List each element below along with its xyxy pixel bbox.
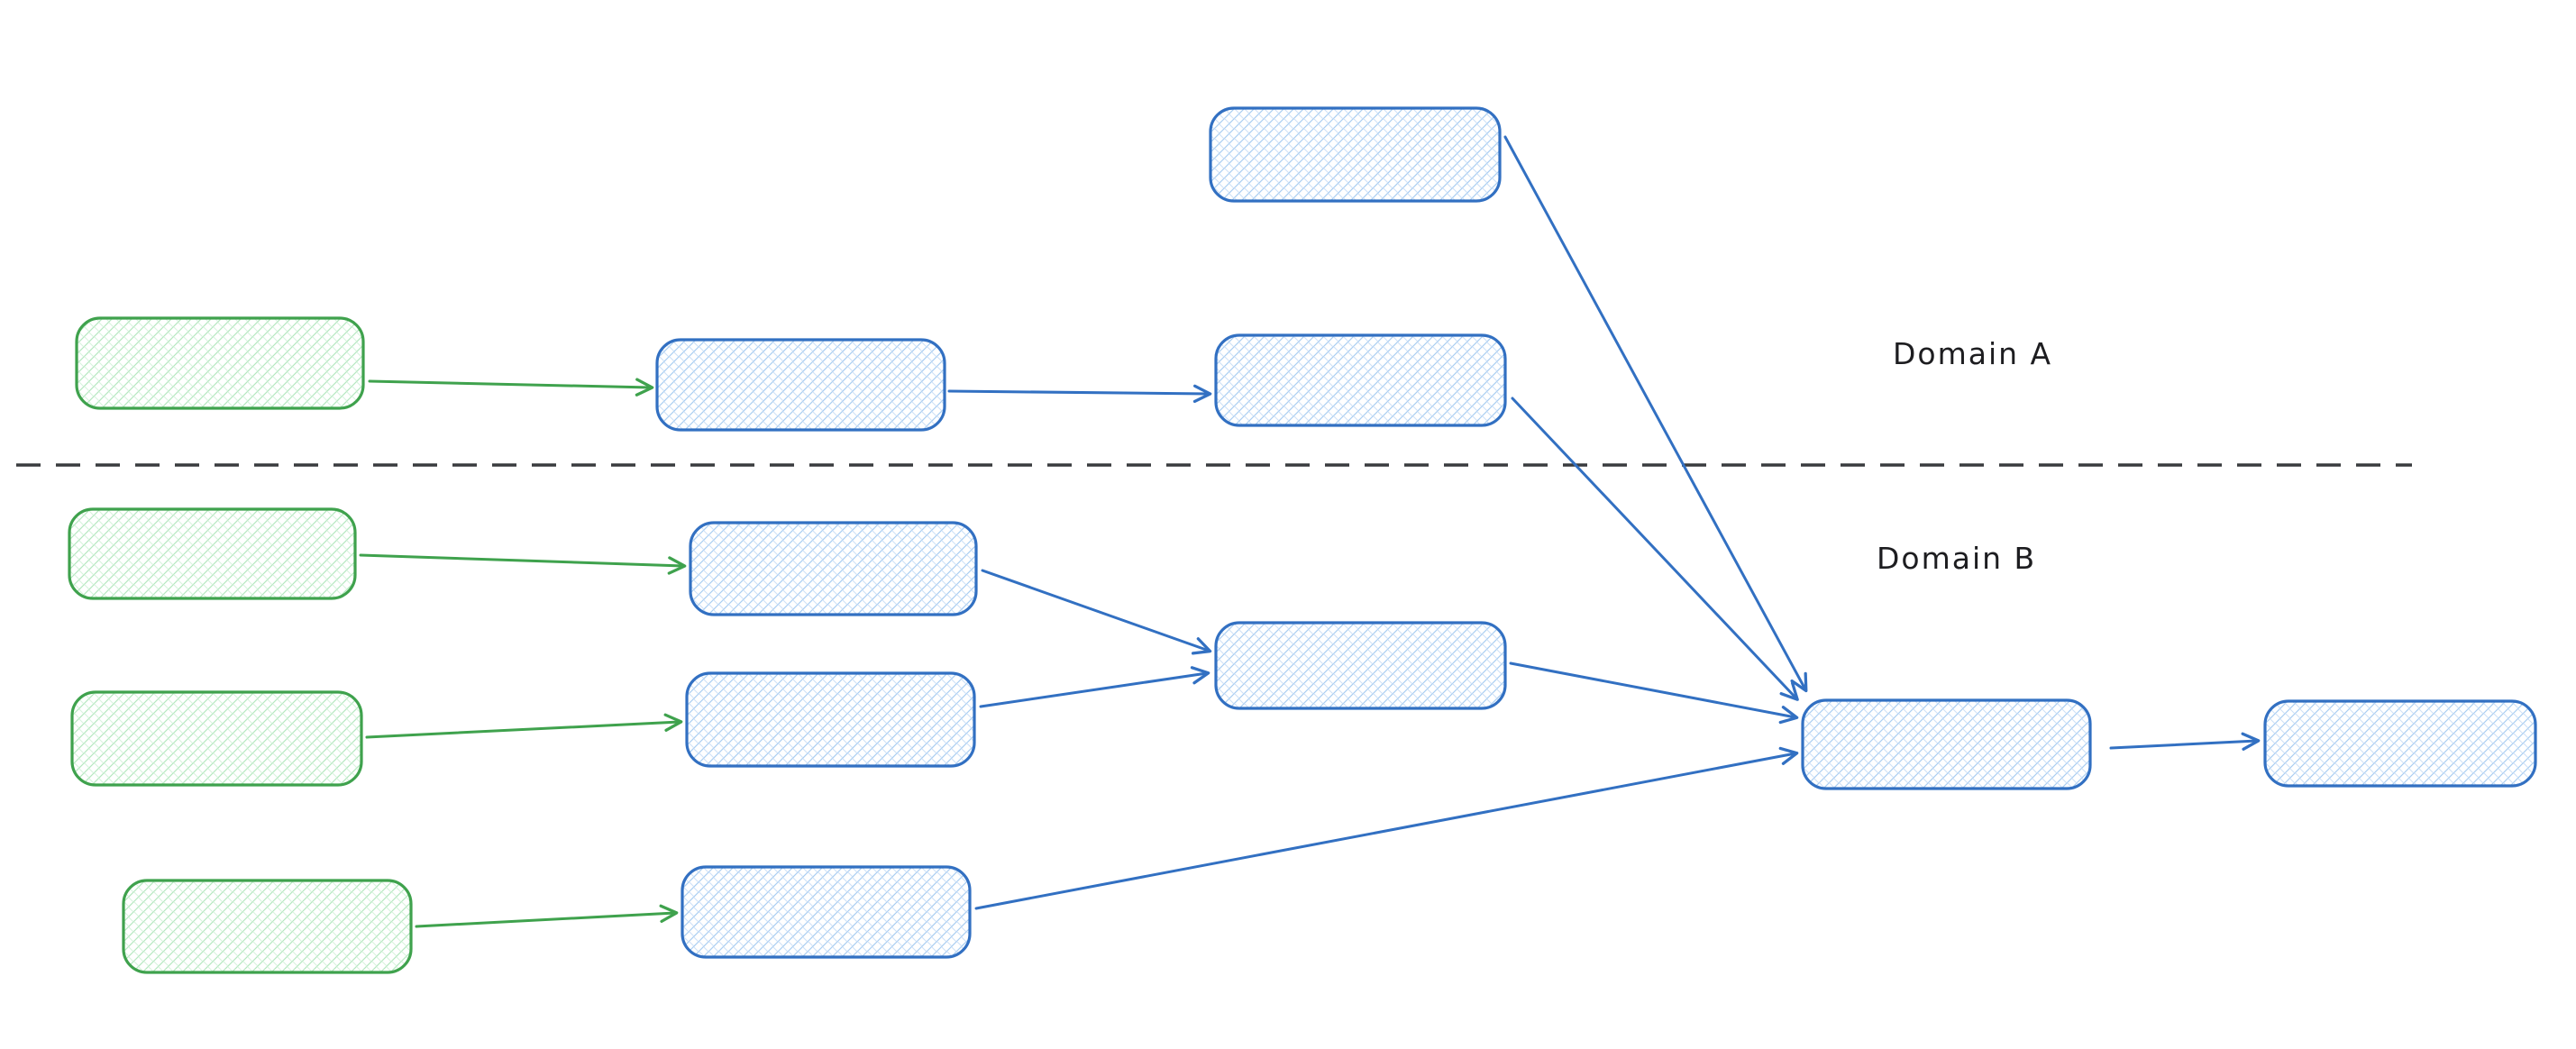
edge-stage-a2-to-aggregator[interactable] xyxy=(1511,397,1799,701)
edge-stage-b3-to-aggregator[interactable] xyxy=(974,746,1799,910)
edge-source-a1-to-stage-a1[interactable] xyxy=(368,378,654,397)
node-merge-b[interactable] xyxy=(1214,621,1507,710)
node-stage-b3[interactable] xyxy=(681,865,972,959)
node-stage-a2[interactable] xyxy=(1214,333,1507,427)
edge-source-b1-to-stage-b1[interactable] xyxy=(359,553,687,575)
edge-merge-b-to-aggregator[interactable] xyxy=(1509,661,1799,725)
node-source-b1[interactable] xyxy=(68,507,357,600)
edge-source-b2-to-stage-b2[interactable] xyxy=(365,713,683,739)
edge-stage-b2-to-merge-b[interactable] xyxy=(979,666,1210,708)
edge-stage-b1-to-merge-b[interactable] xyxy=(981,569,1212,655)
node-stage-b2[interactable] xyxy=(685,671,976,768)
edge-source-b3-to-stage-b3[interactable] xyxy=(415,904,679,928)
edge-aggregator-to-output[interactable] xyxy=(2109,732,2261,751)
edge-aux-source-a-to-aggregator[interactable] xyxy=(1503,135,1808,693)
node-aggregator[interactable] xyxy=(1801,698,2092,790)
node-source-b2[interactable] xyxy=(70,690,363,787)
node-stage-b1[interactable] xyxy=(689,521,978,616)
node-stage-a1[interactable] xyxy=(655,338,946,432)
domain-b-label[interactable]: Domain B xyxy=(1877,541,2036,576)
edge-stage-a1-to-stage-a2[interactable] xyxy=(947,384,1212,404)
domain-a-label[interactable]: Domain A xyxy=(1893,336,2052,371)
node-source-b3[interactable] xyxy=(122,879,413,974)
node-aux-source-a[interactable] xyxy=(1209,106,1502,203)
node-source-a1[interactable] xyxy=(75,316,365,410)
node-output[interactable] xyxy=(2263,699,2537,788)
